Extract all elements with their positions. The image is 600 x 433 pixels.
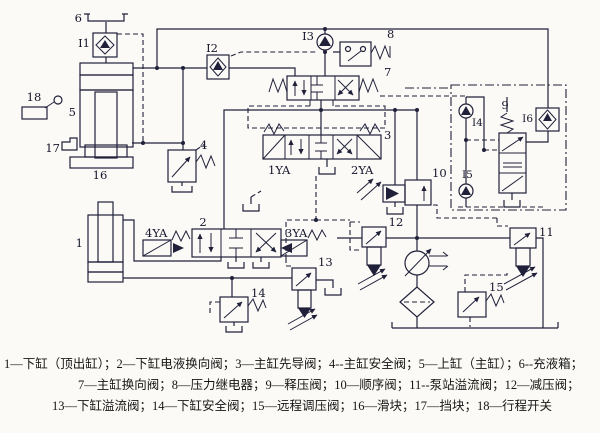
label-sequence-10: 10 — [432, 166, 447, 180]
pilot-check-valve-I2 — [206, 54, 230, 80]
label-solenoid-2YA: 2YA — [351, 163, 374, 177]
main-cylinder-directional-valve — [268, 75, 379, 106]
junction-dots — [141, 27, 486, 280]
label-lower-cylinder: 1 — [76, 236, 83, 250]
label-slider: 16 — [93, 168, 108, 182]
label-solenoid-3YA: 3YA — [285, 226, 308, 240]
upper-main-cylinder — [79, 62, 134, 159]
caption-line-2: 7—主缸换向阀；8—压力继电器；9—释压阀；10—顺序阀；11--泵站溢流阀；1… — [78, 378, 580, 392]
lower-cylinder-relief-valve — [287, 267, 318, 331]
sequence-valve — [404, 179, 432, 206]
label-travel-switch: 18 — [27, 90, 42, 104]
label-remote-valve-15: 15 — [489, 280, 504, 294]
release-valve-group-boundary — [405, 84, 567, 211]
label-lower-valve-2: 2 — [199, 215, 206, 229]
pressure-reducing-valve — [356, 178, 406, 291]
lower-cylinder-safety-valve — [219, 296, 267, 323]
pressure-relay — [339, 41, 391, 67]
lower-ejection-cylinder — [87, 201, 124, 283]
prefill-check-valve-I1 — [92, 32, 118, 58]
label-check-I2: I2 — [206, 41, 218, 55]
label-relief-11: 11 — [539, 225, 554, 239]
remote-pressure-valve — [457, 291, 505, 318]
label-check-I3: I3 — [302, 29, 314, 43]
component-labels: 6 I1 18 5 17 16 I2 I3 8 7 3 1YA 2YA 4 2 … — [27, 11, 554, 300]
stop-block — [61, 137, 78, 151]
label-reducing-12: 12 — [389, 215, 404, 229]
caption-line-3: 13—下缸溢流阀；14—下缸安全阀；15—远程调压阀；16—滑块；17—挡块；1… — [52, 399, 553, 413]
label-upper-cylinder: 5 — [69, 105, 76, 119]
charge-tank — [84, 13, 128, 22]
main-cylinder-pilot-valve — [262, 122, 382, 160]
label-solenoid-1YA: 1YA — [268, 163, 291, 177]
suction-filter — [399, 286, 435, 318]
label-main-valve: 7 — [384, 65, 391, 79]
label-pressure-relay: 8 — [387, 27, 394, 41]
label-solenoid-4YA: 4YA — [145, 226, 168, 240]
label-relief-13: 13 — [318, 255, 333, 269]
check-valve-I3 — [316, 33, 334, 51]
label-check-I4: I4 — [472, 117, 483, 129]
label-check-I1: I1 — [78, 36, 90, 50]
travel-limit-switch — [21, 95, 63, 120]
label-safety-valve-14: 14 — [251, 286, 266, 300]
pump-station-relief-valve — [503, 227, 538, 291]
label-charge-tank: 6 — [75, 11, 82, 25]
slider-block — [69, 156, 134, 169]
hydraulic-circuit-diagram: 6 I1 18 5 17 16 I2 I3 8 7 3 1YA 2YA 4 2 … — [21, 11, 567, 333]
hydraulic-pump — [404, 248, 449, 277]
label-check-I6: I6 — [522, 113, 533, 125]
label-check-I5: I5 — [462, 169, 473, 181]
label-release-spring-9: 9 — [501, 98, 508, 112]
caption-line-1: 1—下缸（顶出缸）；2—下缸电液换向阀；3—主缸先导阀；4--主缸安全阀；5—上… — [4, 357, 584, 371]
label-safety-valve-4: 4 — [200, 138, 207, 152]
main-cylinder-safety-valve — [167, 149, 216, 183]
release-valve-unit — [458, 103, 560, 199]
label-stop-block: 17 — [45, 141, 60, 155]
lower-cylinder-directional-valve — [142, 228, 327, 258]
figure-caption: 1—下缸（顶出缸）；2—下缸电液换向阀；3—主缸先导阀；4--主缸安全阀；5—上… — [0, 354, 600, 417]
drain-tank-symbols — [171, 167, 521, 333]
pilot-lines — [117, 33, 545, 327]
label-pilot-valve: 3 — [384, 128, 391, 142]
